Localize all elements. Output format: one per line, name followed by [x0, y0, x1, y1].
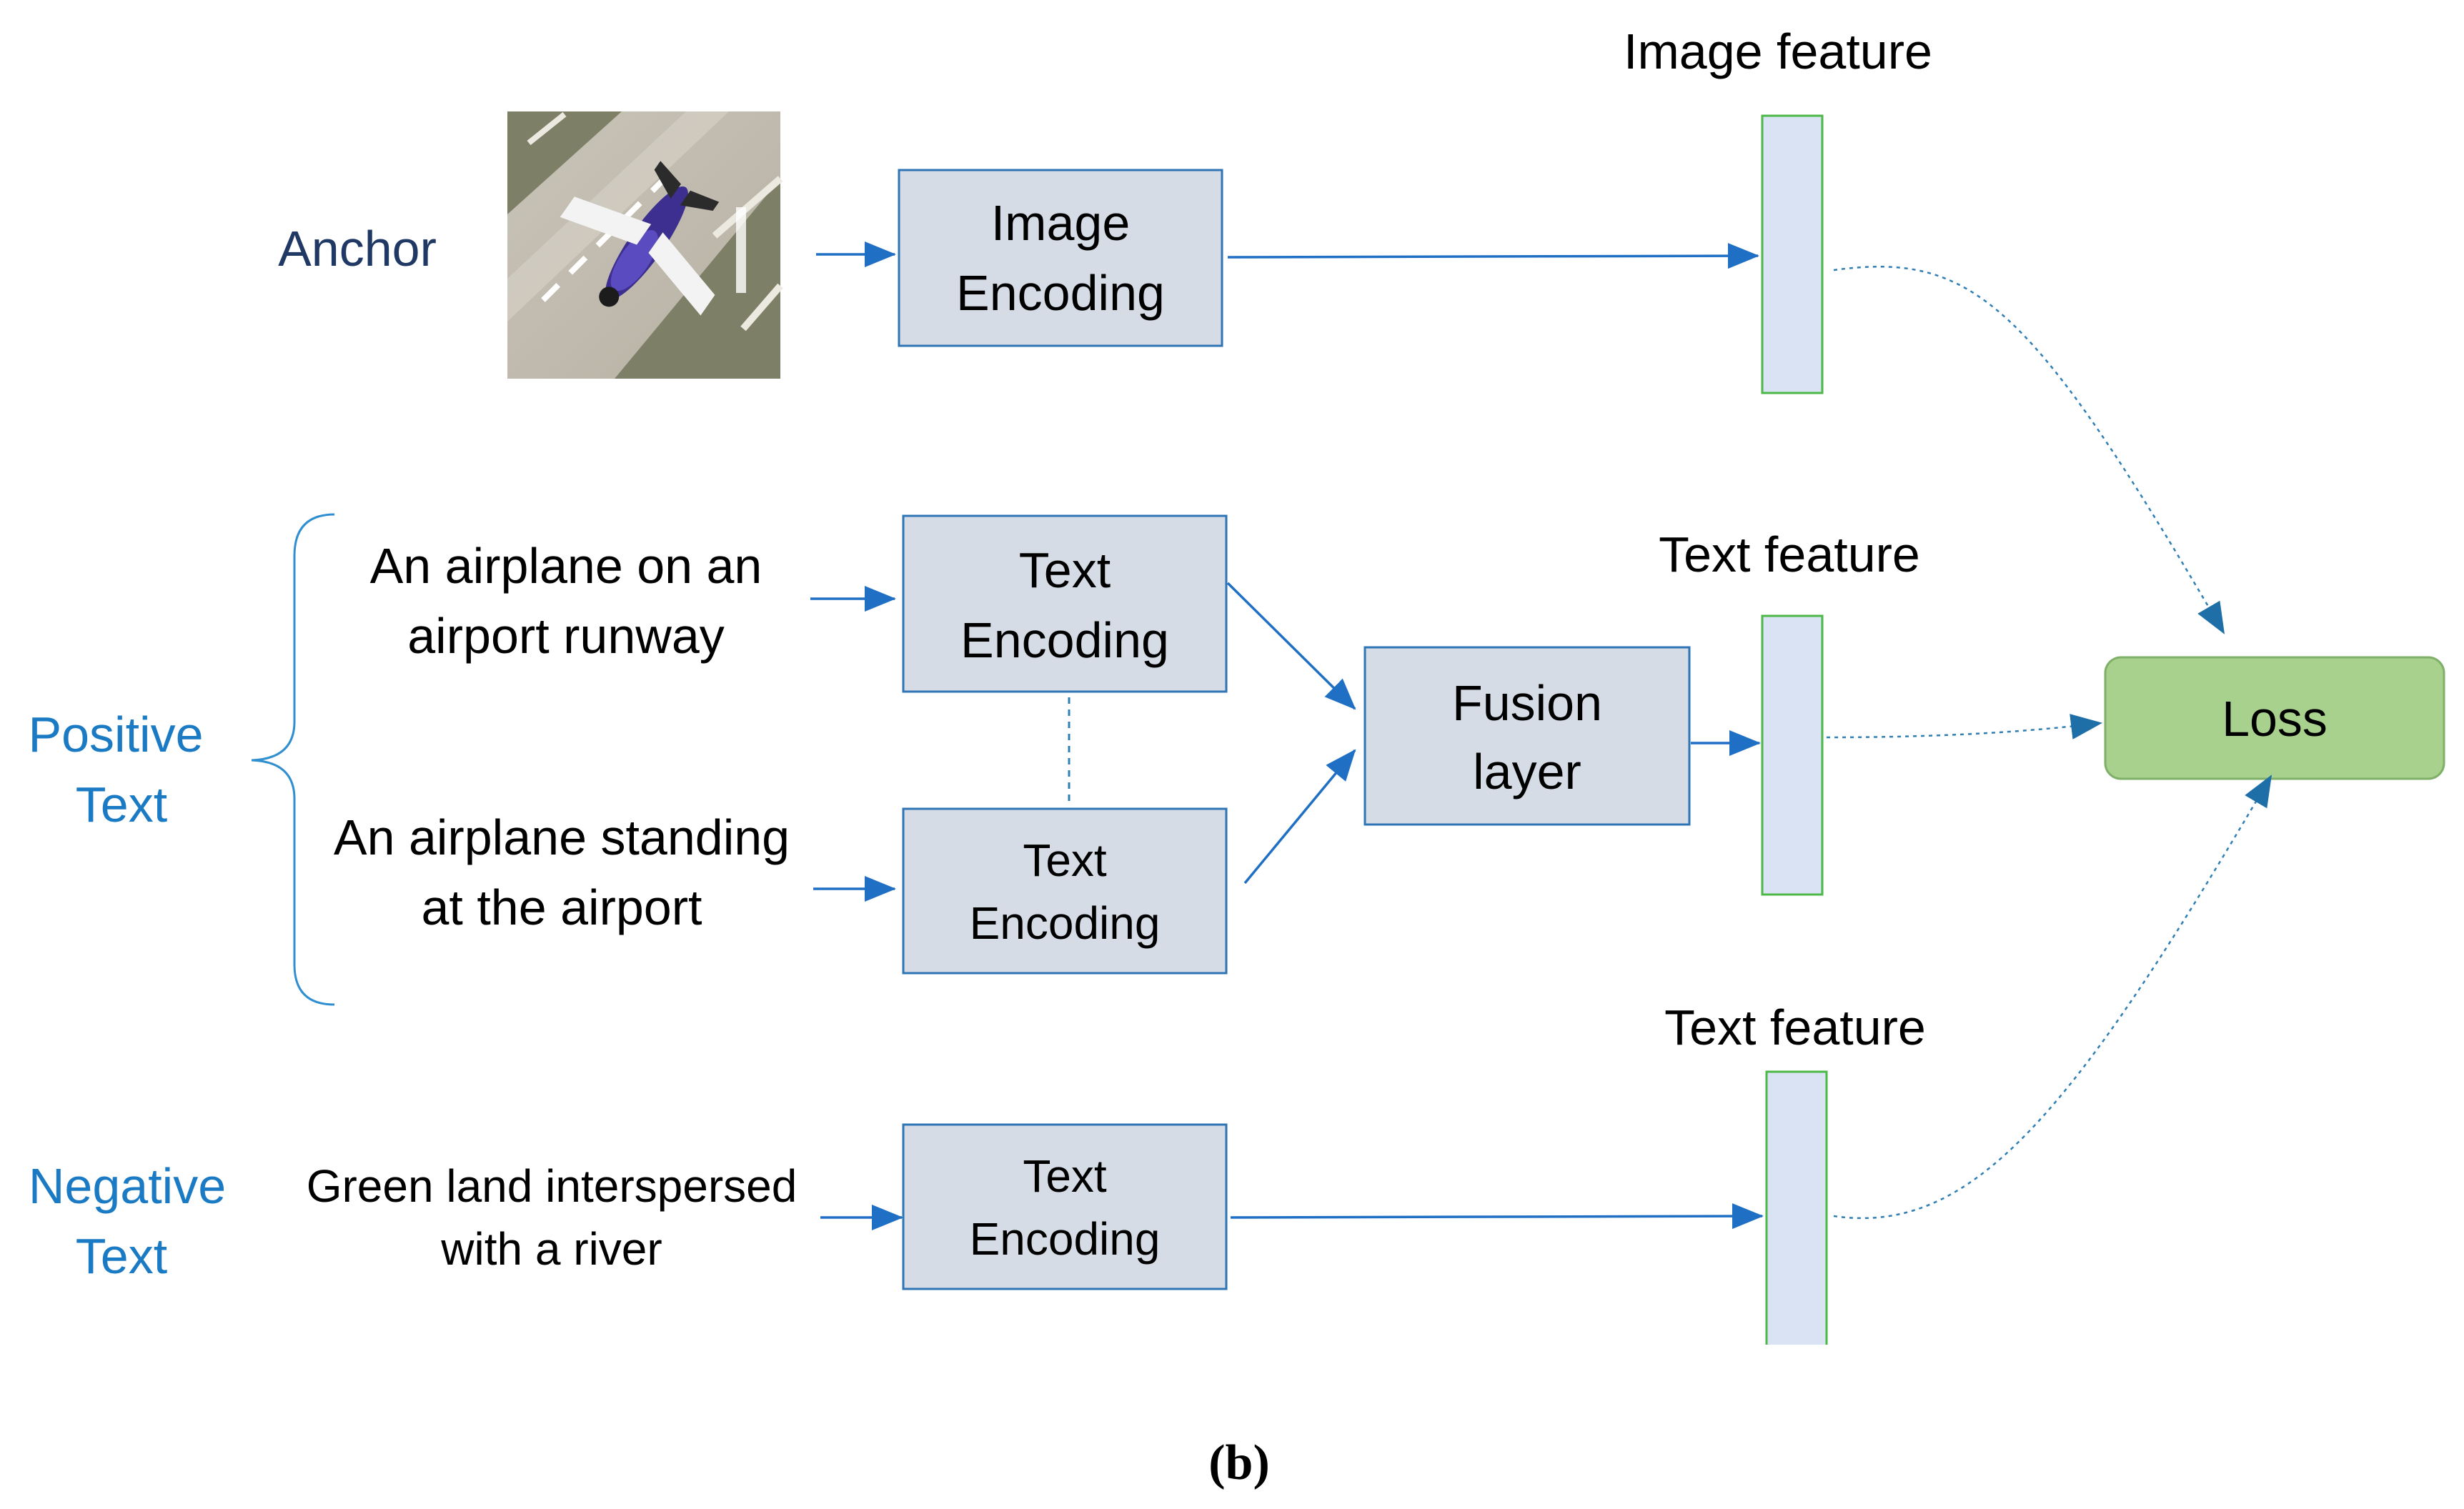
- arrow-image-encoding-to-feature: [1227, 243, 1759, 269]
- positive-sentence-2-line1: An airplane standing: [334, 810, 790, 865]
- negative-label-line2: Text: [76, 1228, 167, 1284]
- text-encoding-2-line2: Encoding: [970, 897, 1161, 949]
- positive-label-line2: Text: [76, 777, 167, 832]
- arrow-text-encoding3-to-feature: [1230, 1203, 1764, 1230]
- fusion-layer-box: Fusion layer: [1363, 646, 1691, 826]
- figure-caption: (b): [1208, 1435, 1270, 1490]
- arrow-text-encoding2-to-fusion: [1243, 749, 1356, 885]
- text-encoding-1-line2: Encoding: [960, 612, 1169, 668]
- text-encoding-1-line1: Text: [1019, 542, 1111, 598]
- fusion-layer-line1: Fusion: [1452, 675, 1602, 731]
- negative-label-line1: Negative: [29, 1158, 226, 1214]
- text-encoding-3-line2: Encoding: [970, 1213, 1161, 1265]
- positive-sentence-1-line1: An airplane on an: [370, 538, 762, 594]
- image-encoding-line1: Image: [991, 195, 1131, 251]
- anchor-image: [507, 111, 783, 379]
- positive-label-line1: Positive: [28, 707, 203, 762]
- text-feature-label-1: Text feature: [1659, 527, 1920, 582]
- text-encoding-box-3: Text Encoding: [902, 1123, 1228, 1290]
- loss-label: Loss: [2222, 691, 2328, 747]
- arrow-text-encoding1-to-fusion: [1226, 582, 1356, 710]
- image-encoding-line2: Encoding: [956, 265, 1165, 321]
- curve-image-feature-to-loss: [1833, 266, 2225, 634]
- text-feature-bar-2: [1765, 1070, 1828, 1345]
- curve-text-feature2-to-loss: [1833, 775, 2272, 1220]
- text-encoding-2-line1: Text: [1023, 835, 1107, 886]
- image-feature-bar: [1761, 114, 1824, 394]
- fusion-layer-line2: layer: [1473, 744, 1581, 800]
- text-encoding-box-1: Text Encoding: [902, 514, 1228, 693]
- negative-sentence-line1: Green land interspersed: [307, 1160, 798, 1212]
- airplane-icon: [560, 161, 720, 316]
- negative-sentence-line2: with a river: [440, 1223, 662, 1275]
- text-encoding-box-2: Text Encoding: [902, 807, 1228, 975]
- image-encoding-box: Image Encoding: [898, 169, 1223, 347]
- text-feature-label-2: Text feature: [1664, 1000, 1926, 1055]
- curve-text-feature1-to-loss: [1826, 714, 2102, 739]
- anchor-label: Anchor: [278, 221, 437, 277]
- text-encoding-3-line1: Text: [1023, 1150, 1107, 1202]
- image-feature-label: Image feature: [1624, 24, 1932, 79]
- positive-brace: [251, 513, 335, 1006]
- positive-sentence-2-line2: at the airport: [422, 880, 702, 935]
- positive-sentence-1-line2: airport runway: [407, 608, 725, 664]
- text-feature-bar-1: [1761, 614, 1824, 896]
- loss-box: Loss: [2104, 656, 2445, 780]
